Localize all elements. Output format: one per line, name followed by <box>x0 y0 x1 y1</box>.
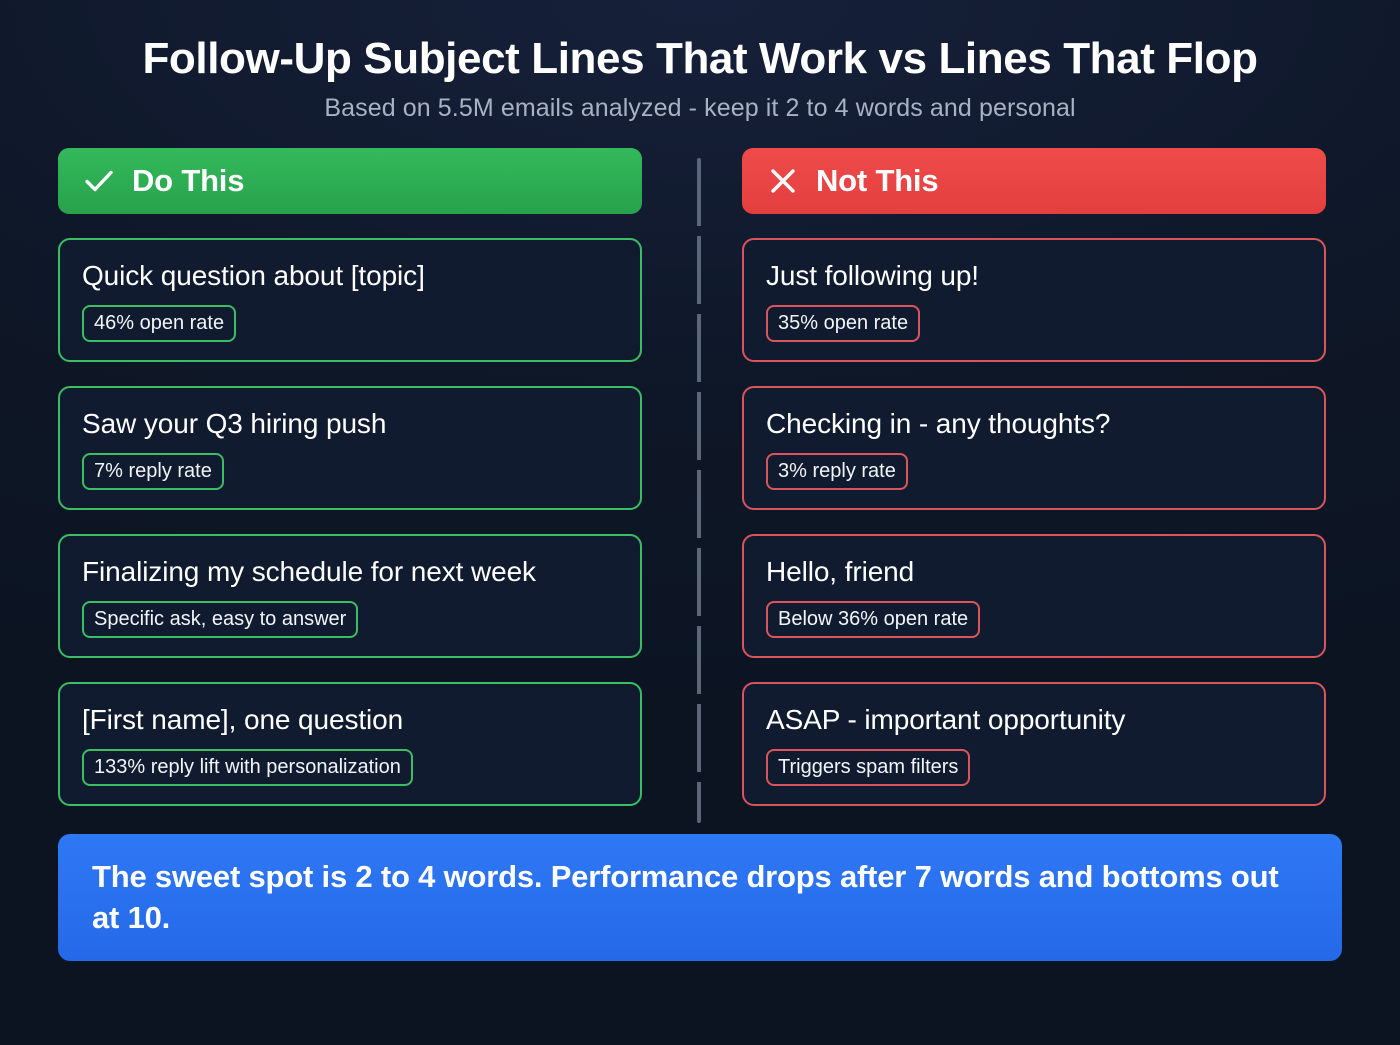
takeaway-text: The sweet spot is 2 to 4 words. Performa… <box>92 858 1279 935</box>
takeaway-banner: The sweet spot is 2 to 4 words. Performa… <box>58 834 1342 962</box>
subject-line-text: Hello, friend <box>766 556 915 588</box>
subject-line-text: Quick question about [topic] <box>82 260 425 292</box>
metric-badge: 3% reply rate <box>766 453 908 491</box>
metric-badge: Triggers spam filters <box>766 749 971 787</box>
column-header-label: Not This <box>816 163 939 199</box>
column-header-label: Do This <box>132 163 245 199</box>
metric-badge: 7% reply rate <box>82 453 224 491</box>
metric-badge: Below 36% open rate <box>766 601 981 639</box>
check-icon <box>82 164 116 198</box>
subject-line-card[interactable]: ASAP - important opportunity Triggers sp… <box>742 682 1326 807</box>
subject-line-card[interactable]: [First name], one question 133% reply li… <box>58 682 642 807</box>
metric-badge: Specific ask, easy to answer <box>82 601 359 639</box>
cross-icon <box>766 164 800 198</box>
subject-line-text: [First name], one question <box>82 704 404 736</box>
subject-line-card[interactable]: Quick question about [topic] 46% open ra… <box>58 238 642 363</box>
subject-line-card[interactable]: Checking in - any thoughts? 3% reply rat… <box>742 386 1326 511</box>
subject-line-card[interactable]: Saw your Q3 hiring push 7% reply rate <box>58 386 642 511</box>
header: Follow-Up Subject Lines That Work vs Lin… <box>0 0 1400 123</box>
subject-line-text: Finalizing my schedule for next week <box>82 556 536 588</box>
subject-line-text: Just following up! <box>766 260 979 292</box>
metric-badge: 46% open rate <box>82 305 237 343</box>
subject-line-card[interactable]: Hello, friend Below 36% open rate <box>742 534 1326 659</box>
subject-line-card[interactable]: Just following up! 35% open rate <box>742 238 1326 363</box>
metric-badge: 133% reply lift with personalization <box>82 749 413 787</box>
comparison-columns: Do This Quick question about [topic] 46%… <box>58 148 1342 824</box>
metric-badge: 35% open rate <box>766 305 921 343</box>
page-title: Follow-Up Subject Lines That Work vs Lin… <box>142 34 1258 83</box>
subject-line-text: Saw your Q3 hiring push <box>82 408 387 440</box>
column-do-this: Do This Quick question about [topic] 46%… <box>58 148 642 807</box>
column-not-this: Not This Just following up! 35% open rat… <box>742 148 1326 807</box>
subject-line-text: Checking in - any thoughts? <box>766 408 1111 440</box>
column-divider <box>697 158 701 824</box>
page-subtitle: Based on 5.5M emails analyzed - keep it … <box>324 94 1076 123</box>
subject-line-text: ASAP - important opportunity <box>766 704 1126 736</box>
subject-line-card[interactable]: Finalizing my schedule for next week Spe… <box>58 534 642 659</box>
column-header-not-this: Not This <box>742 148 1326 215</box>
column-header-do-this: Do This <box>58 148 642 215</box>
